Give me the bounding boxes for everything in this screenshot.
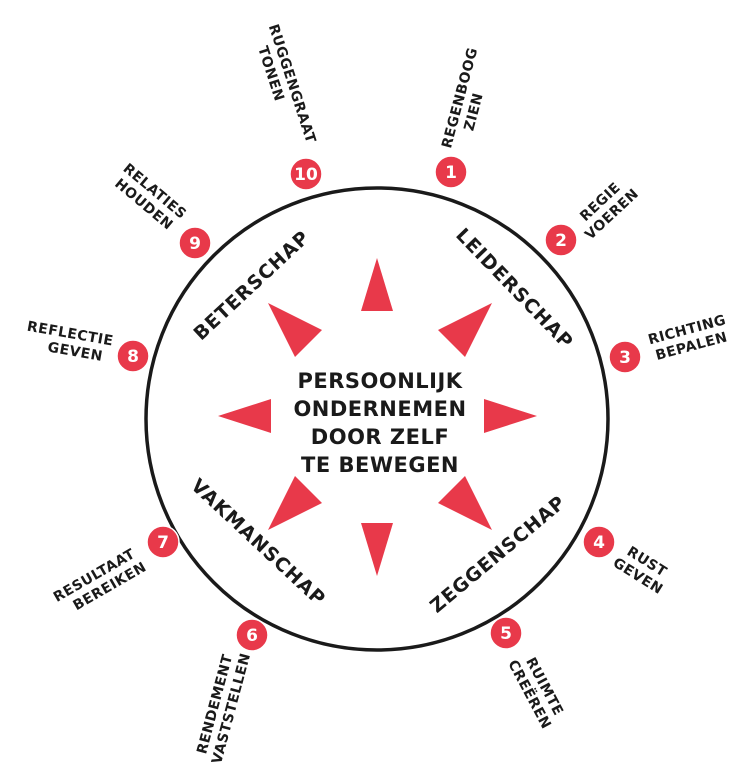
badge-4-number: 4 [593,533,605,553]
center-line-4: TE BEWEGEN [301,453,459,477]
item-5: 5 RUIMTE CREËREN [489,616,566,732]
item-8: 8 REFLECTIE GEVEN [26,319,150,373]
badge-5-number: 5 [500,624,512,644]
badge-1 [434,155,468,189]
item-6: 6 RENDEMENT VASTSTELLEN [194,618,269,766]
badge-5 [489,616,523,650]
item-4: 4 RUST GEVEN [582,525,670,598]
triangle-southwest [268,476,322,530]
badge-7-number: 7 [157,533,169,553]
numbered-items: 1 REGENBOOG ZIEN 2 REGIE VOEREN 3 RICHTI… [26,22,730,766]
badge-3-number: 3 [619,348,631,368]
main-circle [144,186,610,652]
badge-6 [235,618,269,652]
badge-4 [582,525,616,559]
triangle-northeast [438,303,492,357]
item-3: 3 RICHTING BEPALEN [608,312,729,374]
triangle-east [484,399,537,433]
badge-9 [178,226,212,260]
triangle-west [218,399,271,433]
quadrant-label-zeggenschap: ZEGGENSCHAP [426,491,570,617]
badge-10-number: 10 [294,165,318,185]
badge-1-number: 1 [445,163,457,183]
item-9: 9 RELATIES HOUDEN [111,161,212,260]
badge-6-number: 6 [246,626,258,646]
badge-10 [289,157,323,191]
triangle-south [361,523,393,576]
triangle-northwest [268,303,322,357]
center-title: PERSOONLIJK ONDERNEMEN DOOR ZELF TE BEWE… [293,369,466,477]
triangle-southeast [438,476,492,530]
item-2: 2 REGIE VOEREN [544,180,642,257]
badge-7 [146,525,180,559]
badge-8-number: 8 [127,347,139,367]
triangle-north [361,258,393,311]
center-line-3: DOOR ZELF [311,425,449,449]
center-line-2: ONDERNEMEN [293,397,466,421]
center-line-1: PERSOONLIJK [297,369,462,393]
badge-2 [544,223,578,257]
item-7: 7 RESULTAAT BEREIKEN [51,525,180,614]
sun-triangles [218,258,537,576]
badge-2-number: 2 [555,231,567,251]
badge-3 [608,340,642,374]
badge-8 [116,339,150,373]
item-1: 1 REGENBOOG ZIEN [434,46,487,189]
item-10: 10 RUGGENGRAAT TONEN [254,22,323,191]
badge-9-number: 9 [189,234,201,254]
